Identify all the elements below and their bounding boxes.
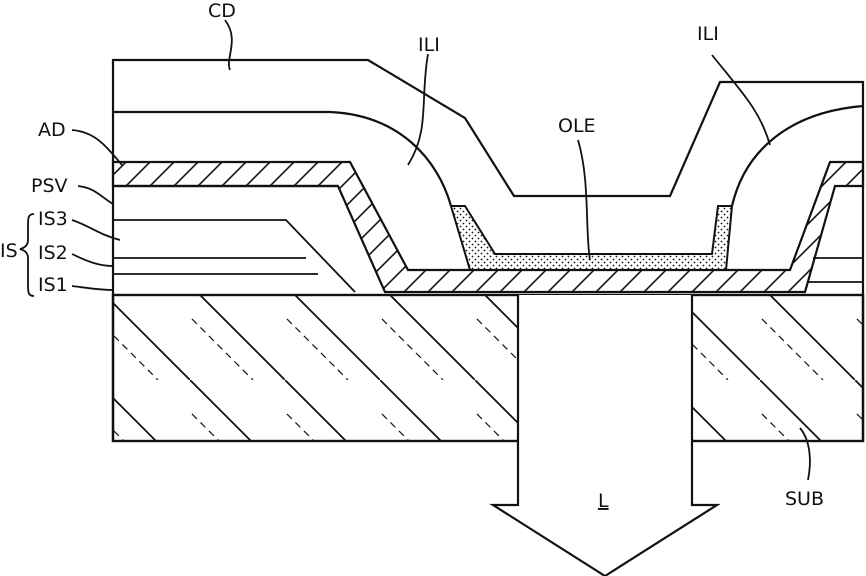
is1-leader [72,286,113,290]
ole-leader [578,140,590,260]
ole-label: OLE [558,115,596,137]
is3-label: IS3 [38,208,68,230]
is1-label: IS1 [38,274,68,296]
ili-right-label: ILI [697,23,719,45]
sub-label: SUB [785,488,824,510]
psv-leader [78,186,113,204]
cd-leader [225,20,232,70]
light-label: L [598,490,609,512]
ili-right-leader [712,55,770,145]
ili-left-boundary [113,112,451,206]
light-arrow [493,295,717,576]
ili-right-boundary [732,106,863,206]
ad-layer [113,162,863,292]
ili-left-label: ILI [418,34,440,56]
substrate-layer [113,295,863,441]
cd-label: CD [208,0,236,22]
is2-label: IS2 [38,242,68,264]
right-stack-lines [808,258,863,282]
ad-leader [72,130,122,165]
is2-leader [72,254,113,266]
is-label: IS [0,240,18,262]
is-brace [20,214,34,296]
is3-boundary [113,220,355,292]
ad-label: AD [38,119,66,141]
ole-layer [451,206,732,270]
psv-label: PSV [31,175,68,197]
